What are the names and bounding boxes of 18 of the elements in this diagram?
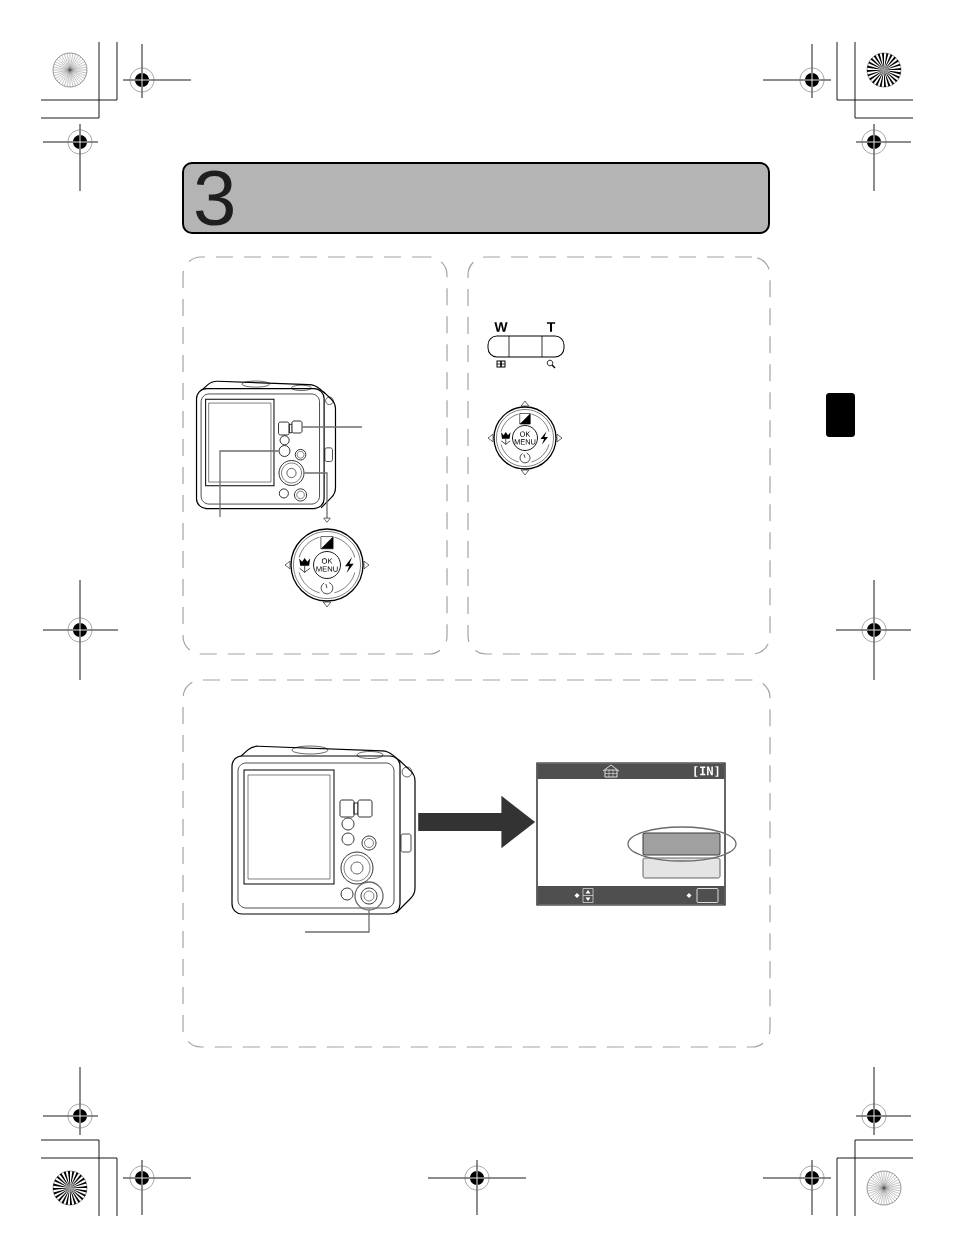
title-band: 3 bbox=[182, 162, 770, 234]
leader-line bbox=[301, 426, 363, 428]
node-label: W bbox=[494, 322, 508, 332]
leader-line bbox=[219, 450, 280, 518]
round-button bbox=[278, 445, 291, 457]
zoom-lever: W T bbox=[487, 322, 565, 358]
circled-button bbox=[354, 881, 384, 911]
camera-screen: [IN] bbox=[536, 762, 726, 906]
dashed-panel bbox=[467, 256, 771, 655]
arrow-pad bbox=[278, 460, 305, 486]
arrow bbox=[303, 472, 331, 523]
leader-line bbox=[304, 910, 370, 933]
camera-drawing bbox=[195, 380, 337, 510]
dashed-panel bbox=[182, 679, 771, 1048]
node-label: T bbox=[546, 322, 556, 332]
zoom-button bbox=[291, 420, 303, 434]
camera-drawing bbox=[231, 745, 416, 915]
dashed-panel bbox=[182, 256, 448, 655]
